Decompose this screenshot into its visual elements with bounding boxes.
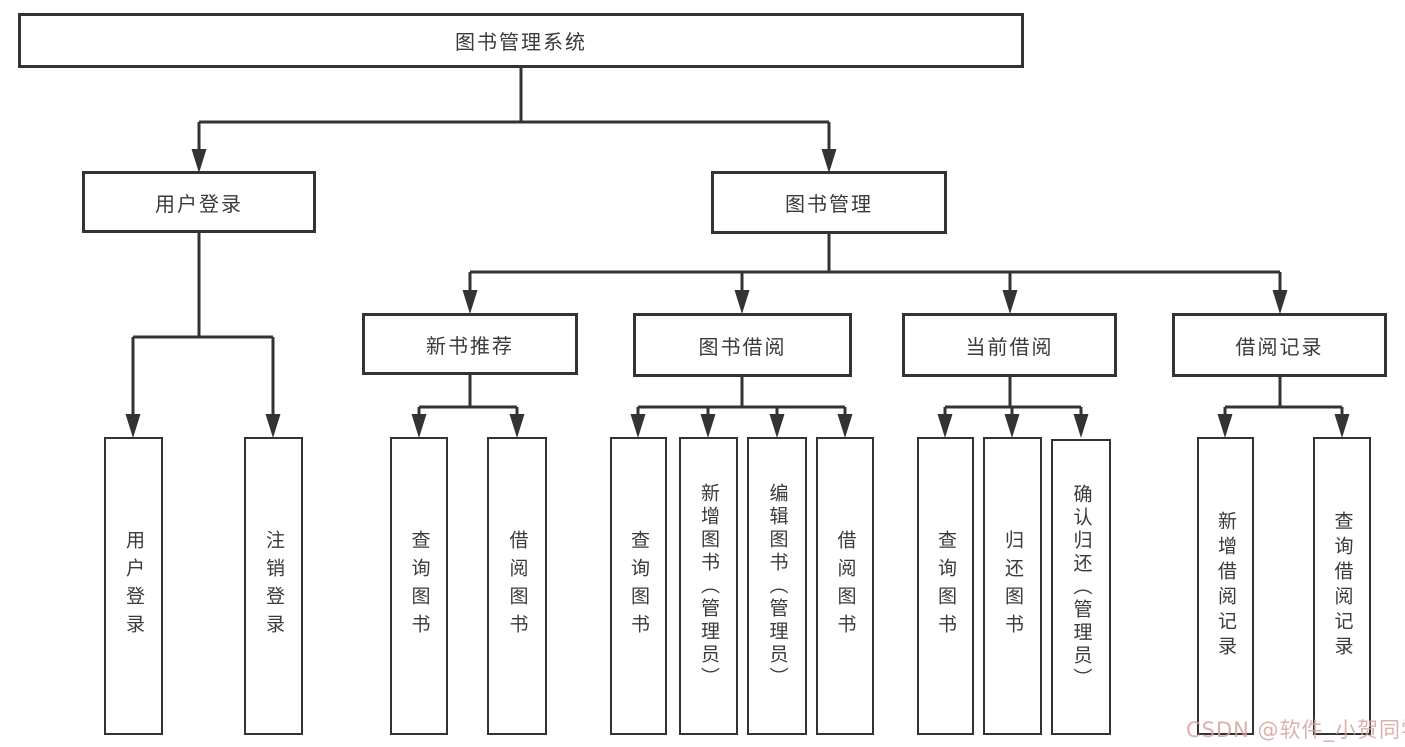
connector-user-login [131, 233, 275, 415]
arrow-down-icon [191, 149, 207, 173]
node-label: 图书借阅 [698, 334, 787, 359]
arrow-down-icon [1002, 290, 1018, 314]
arrow-down-icon [1217, 414, 1233, 438]
connector-book-management [468, 234, 1282, 291]
node-label: 图书管理系统 [455, 30, 587, 54]
connector-root [197, 68, 831, 150]
leaf-user-login: 用户登录 [104, 437, 163, 735]
leaf-logout: 注销登录 [244, 437, 303, 735]
node-label: 借阅图书 [834, 530, 857, 642]
arrow-down-icon [411, 414, 427, 438]
arrow-down-icon [769, 414, 785, 438]
node-label: 编辑图书（管理员） [766, 482, 789, 690]
leaf-query-books-2: 查询图书 [610, 437, 667, 735]
arrow-down-icon [265, 414, 281, 438]
arrow-down-icon [1073, 414, 1089, 438]
node-new-book-recommend: 新书推荐 [362, 313, 578, 375]
leaf-borrow-books-1: 借阅图书 [487, 437, 547, 735]
node-label: 归还图书 [1002, 530, 1024, 642]
node-label: 查询图书 [408, 530, 431, 642]
arrow-down-icon [700, 414, 716, 438]
arrow-down-icon [1334, 414, 1350, 438]
node-label: 新书推荐 [426, 333, 514, 358]
arrow-down-icon [462, 290, 478, 314]
connector-new-book-recommend [417, 375, 519, 415]
node-current-borrowing: 当前借阅 [902, 313, 1117, 377]
arrow-down-icon [734, 290, 750, 314]
arrow-down-icon [630, 414, 646, 438]
node-user-login: 用户登录 [82, 171, 316, 233]
node-label: 新增图书（管理员） [698, 482, 720, 690]
node-borrowing-records: 借阅记录 [1172, 313, 1387, 377]
leaf-return-books: 归还图书 [983, 437, 1042, 735]
node-label: 新增借阅记录 [1215, 511, 1237, 661]
arrow-down-icon [837, 414, 853, 438]
arrow-down-icon [937, 414, 953, 438]
csdn-watermark: CSDN @软件_小贺同学 [1186, 718, 1405, 742]
connector-current-borrowing [943, 377, 1083, 415]
node-label: 注销登录 [263, 530, 285, 642]
node-label: 用户登录 [123, 530, 145, 642]
leaf-query-books-1: 查询图书 [390, 437, 448, 735]
arrow-down-icon [821, 149, 837, 173]
leaf-add-borrow-record: 新增借阅记录 [1197, 437, 1254, 735]
node-label: 查询图书 [628, 530, 650, 642]
node-book-management: 图书管理 [711, 171, 947, 234]
node-label: 用户登录 [155, 191, 243, 216]
node-label: 当前借阅 [965, 334, 1054, 359]
leaf-edit-books-admin: 编辑图书（管理员） [747, 437, 807, 735]
leaf-confirm-return-admin: 确认归还（管理员） [1051, 439, 1111, 735]
leaf-query-books-3: 查询图书 [917, 437, 974, 735]
node-book-management-system: 图书管理系统 [18, 13, 1024, 68]
arrow-down-icon [509, 414, 525, 438]
node-label: 借阅记录 [1235, 334, 1324, 359]
node-label: 查询借阅记录 [1331, 511, 1354, 661]
leaf-query-borrow-record: 查询借阅记录 [1313, 437, 1371, 735]
node-label: 确认归还（管理员） [1070, 483, 1093, 691]
leaf-add-books-admin: 新增图书（管理员） [679, 437, 738, 735]
node-label: 借阅图书 [506, 530, 529, 642]
arrow-down-icon [125, 414, 141, 438]
node-book-borrowing: 图书借阅 [633, 313, 852, 377]
node-label: 查询图书 [935, 530, 957, 642]
arrow-down-icon [1272, 290, 1288, 314]
connector-book-borrowing [636, 377, 847, 415]
connector-borrowing-records [1223, 377, 1344, 415]
arrow-down-icon [1004, 414, 1020, 438]
leaf-borrow-books-2: 借阅图书 [816, 437, 874, 735]
node-label: 图书管理 [785, 192, 873, 216]
